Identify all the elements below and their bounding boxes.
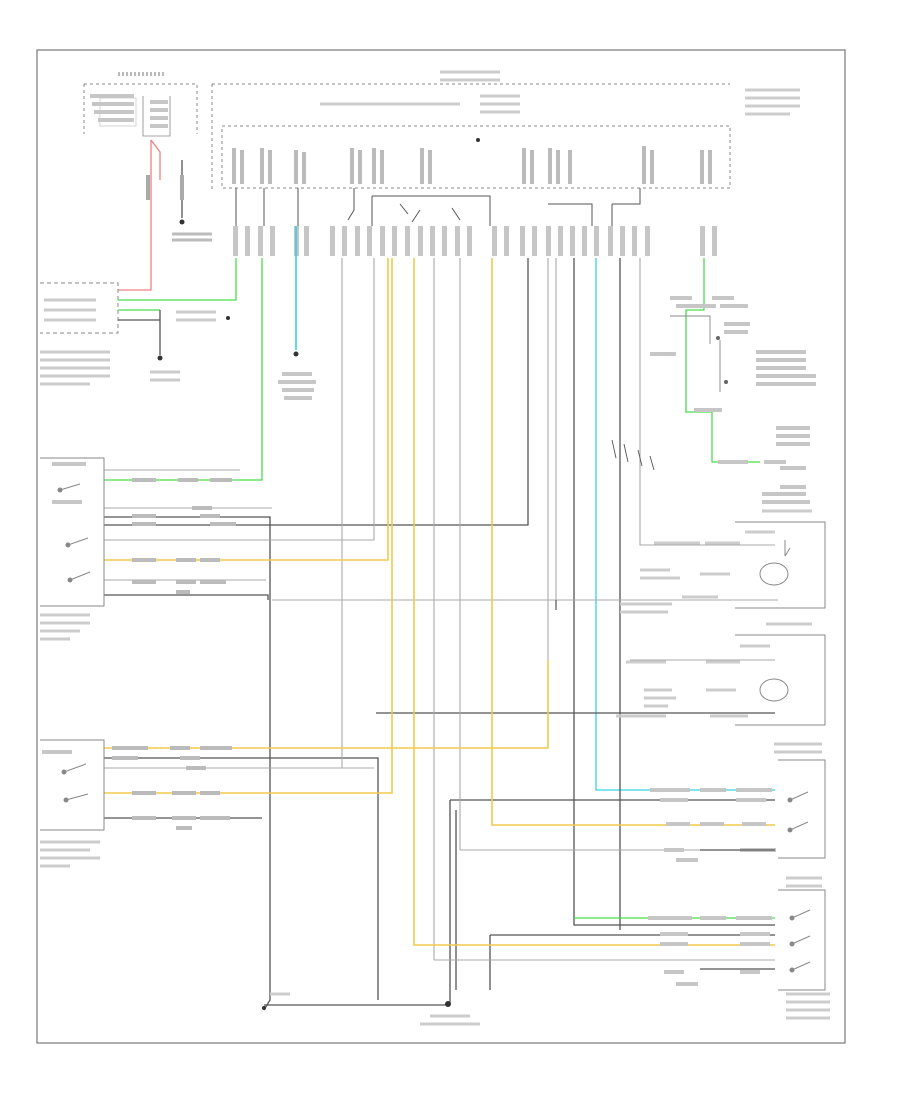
ground-symbol: [262, 992, 480, 1026]
green-wire-right: [685, 258, 712, 413]
rear-door-lock-actuator: [616, 622, 826, 726]
left-harness-labels: [42, 94, 316, 754]
module-right-bracket: [670, 315, 721, 392]
connector-pin-row: [233, 226, 717, 256]
bcm-connector: [40, 258, 237, 386]
fuse-block-right: [211, 70, 800, 190]
green-wire-right-lower: [711, 412, 760, 463]
right-harness-labels: [650, 296, 816, 504]
green-wire-driver: [104, 258, 263, 481]
gray-wires: [104, 258, 778, 961]
right-connector-labels: [648, 788, 776, 986]
driver-door-lock-actuator: [620, 509, 826, 614]
driver-door-switch: [40, 457, 105, 641]
black-wires: [104, 258, 775, 1011]
rear-door-switches: [778, 876, 830, 1020]
right-front-door-switch: [774, 742, 826, 859]
passenger-door-switch: [40, 739, 105, 868]
diagram-frame: [36, 49, 846, 1044]
inline-connectors: [112, 478, 236, 830]
module-pin-labels: [232, 146, 712, 184]
module-internal-switches: [235, 188, 641, 226]
red-power-wires: [118, 139, 212, 291]
yellow-wires: [104, 258, 775, 946]
